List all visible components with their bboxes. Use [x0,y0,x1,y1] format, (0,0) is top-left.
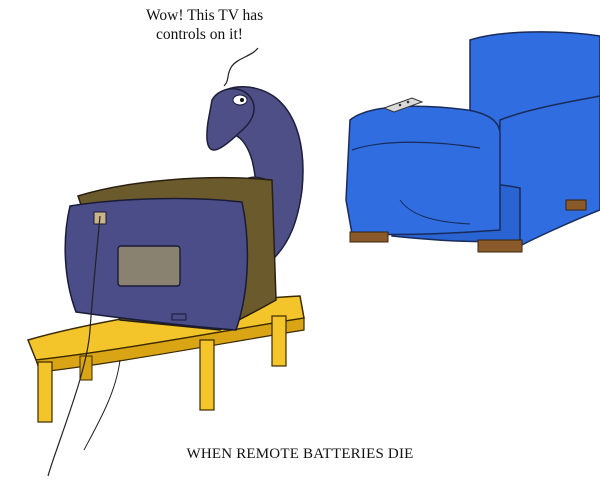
table-leg [199,339,215,411]
armchair-leg [349,231,389,243]
tv-screen [117,245,181,287]
speech-tail [223,47,259,87]
armchair-leg [477,239,523,253]
armchair [345,31,600,253]
remote-icon [382,97,424,113]
table-leg [37,361,53,423]
table-leg [271,315,287,367]
armchair-left-arm [345,105,501,236]
speech-line-1: Wow! This TV has [146,7,264,24]
table-leg [79,355,93,381]
tv-foot [171,313,187,321]
television [64,176,277,331]
speech-line-2: controls on it! [156,26,243,43]
tv-power-cord [47,215,101,477]
speech-bubble: Wow! This TV has controls on it! [146,6,296,44]
cartoon-caption: WHEN REMOTE BATTERIES DIE [186,446,414,462]
armchair-leg [565,199,587,211]
